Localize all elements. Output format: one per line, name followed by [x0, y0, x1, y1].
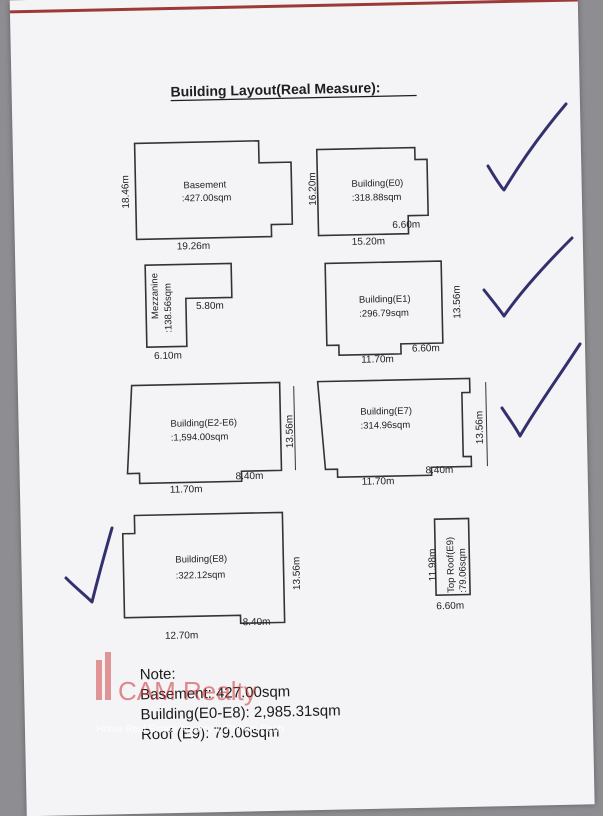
top-roof-e9-name: Top Roof(E9)	[445, 537, 457, 593]
building-e8-width: 12.70m	[165, 630, 199, 642]
watermark: CAM Realty Home Real Estate Agency in Ph…	[96, 652, 284, 735]
basement-area: :427.00sqm	[182, 192, 232, 204]
note-line-roof: Roof (E9): 79.06sqm	[141, 724, 280, 744]
building-e0-name: Building(E0)	[351, 178, 403, 190]
checkmark-e1-icon	[482, 236, 574, 318]
title-underline	[170, 94, 417, 102]
top-roof-e9-width: 6.60m	[436, 601, 464, 613]
building-e7-area: :314.96sqm	[360, 420, 410, 432]
building-e0-area: :318.88sqm	[352, 192, 402, 204]
basement-name: Basement	[183, 179, 226, 191]
basement-outline	[133, 139, 294, 241]
building-e7-height: 13.56m	[474, 411, 486, 445]
page-title: Building Layout(Real Measure):	[170, 79, 380, 99]
building-e8-height: 13.56m	[291, 557, 303, 591]
watermark-logo-bar2	[105, 652, 111, 700]
checkmark-e0-icon	[486, 102, 568, 192]
note-line-buildings: Building(E0-E8): 2,985.31sqm	[140, 702, 340, 723]
building-e2-e6-name: Building(E2-E6)	[170, 417, 237, 429]
watermark-tagline: Home Real Estate Agency in Phnom Penh	[96, 724, 284, 735]
building-e1-side: 6.60m	[412, 343, 440, 355]
building-e8-name: Building(E8)	[175, 554, 227, 566]
building-e7-name: Building(E7)	[360, 406, 412, 418]
watermark-brand: CAM Realty	[118, 676, 257, 706]
mezzanine-area: :138.56sqm	[163, 283, 175, 333]
building-e7-outline	[316, 377, 473, 479]
top-roof-e9-height: 11.98m	[427, 549, 439, 582]
building-e8-side: 8.40m	[243, 617, 271, 629]
building-e0-outline	[315, 146, 429, 237]
building-e2-e6-side: 8.40m	[235, 471, 263, 483]
checkmark-e8-icon	[64, 526, 114, 604]
mezzanine-width: 6.10m	[154, 350, 182, 362]
building-e2-e6-height: 13.56m	[284, 415, 296, 449]
building-e2-e6-area: :1,594.00sqm	[171, 432, 229, 444]
building-e0-width: 15.20m	[352, 236, 386, 248]
watermark-logo-bar1	[96, 660, 102, 700]
building-e7-dim-line	[485, 382, 488, 467]
basement-width: 19.26m	[177, 241, 211, 253]
building-e8-outline	[121, 511, 286, 625]
top-roof-e9-outline	[433, 517, 471, 597]
note-heading: Note:	[140, 666, 176, 684]
building-e7-side: 8.40m	[425, 465, 453, 477]
checkmark-e7-icon	[500, 342, 582, 438]
building-e0-height: 16.20m	[307, 172, 319, 206]
note-line-basement: Basement: 427.00sqm	[140, 683, 290, 703]
basement-height: 18.46m	[120, 175, 132, 209]
building-e7-width: 11.70m	[362, 476, 395, 488]
building-e1-outline	[324, 260, 444, 356]
building-e1-height: 13.56m	[452, 285, 464, 319]
mezzanine-side: 5.80m	[196, 301, 224, 313]
top-roof-e9-area: :79.06sqm	[457, 548, 469, 593]
mezzanine-name: Mezzanine	[149, 273, 161, 319]
building-e2-e6-dim-line	[293, 386, 296, 471]
building-e8-area: :322.12sqm	[176, 570, 226, 582]
building-e0-side: 6.60m	[392, 219, 420, 231]
mezzanine-outline	[144, 262, 233, 349]
building-e1-width: 11.70m	[361, 354, 394, 366]
building-e1-area: :296.79sqm	[359, 308, 409, 320]
building-e2-e6-width: 11.70m	[170, 484, 203, 496]
building-e1-name: Building(E1)	[359, 294, 411, 306]
building-e2-e6-outline	[126, 381, 283, 485]
